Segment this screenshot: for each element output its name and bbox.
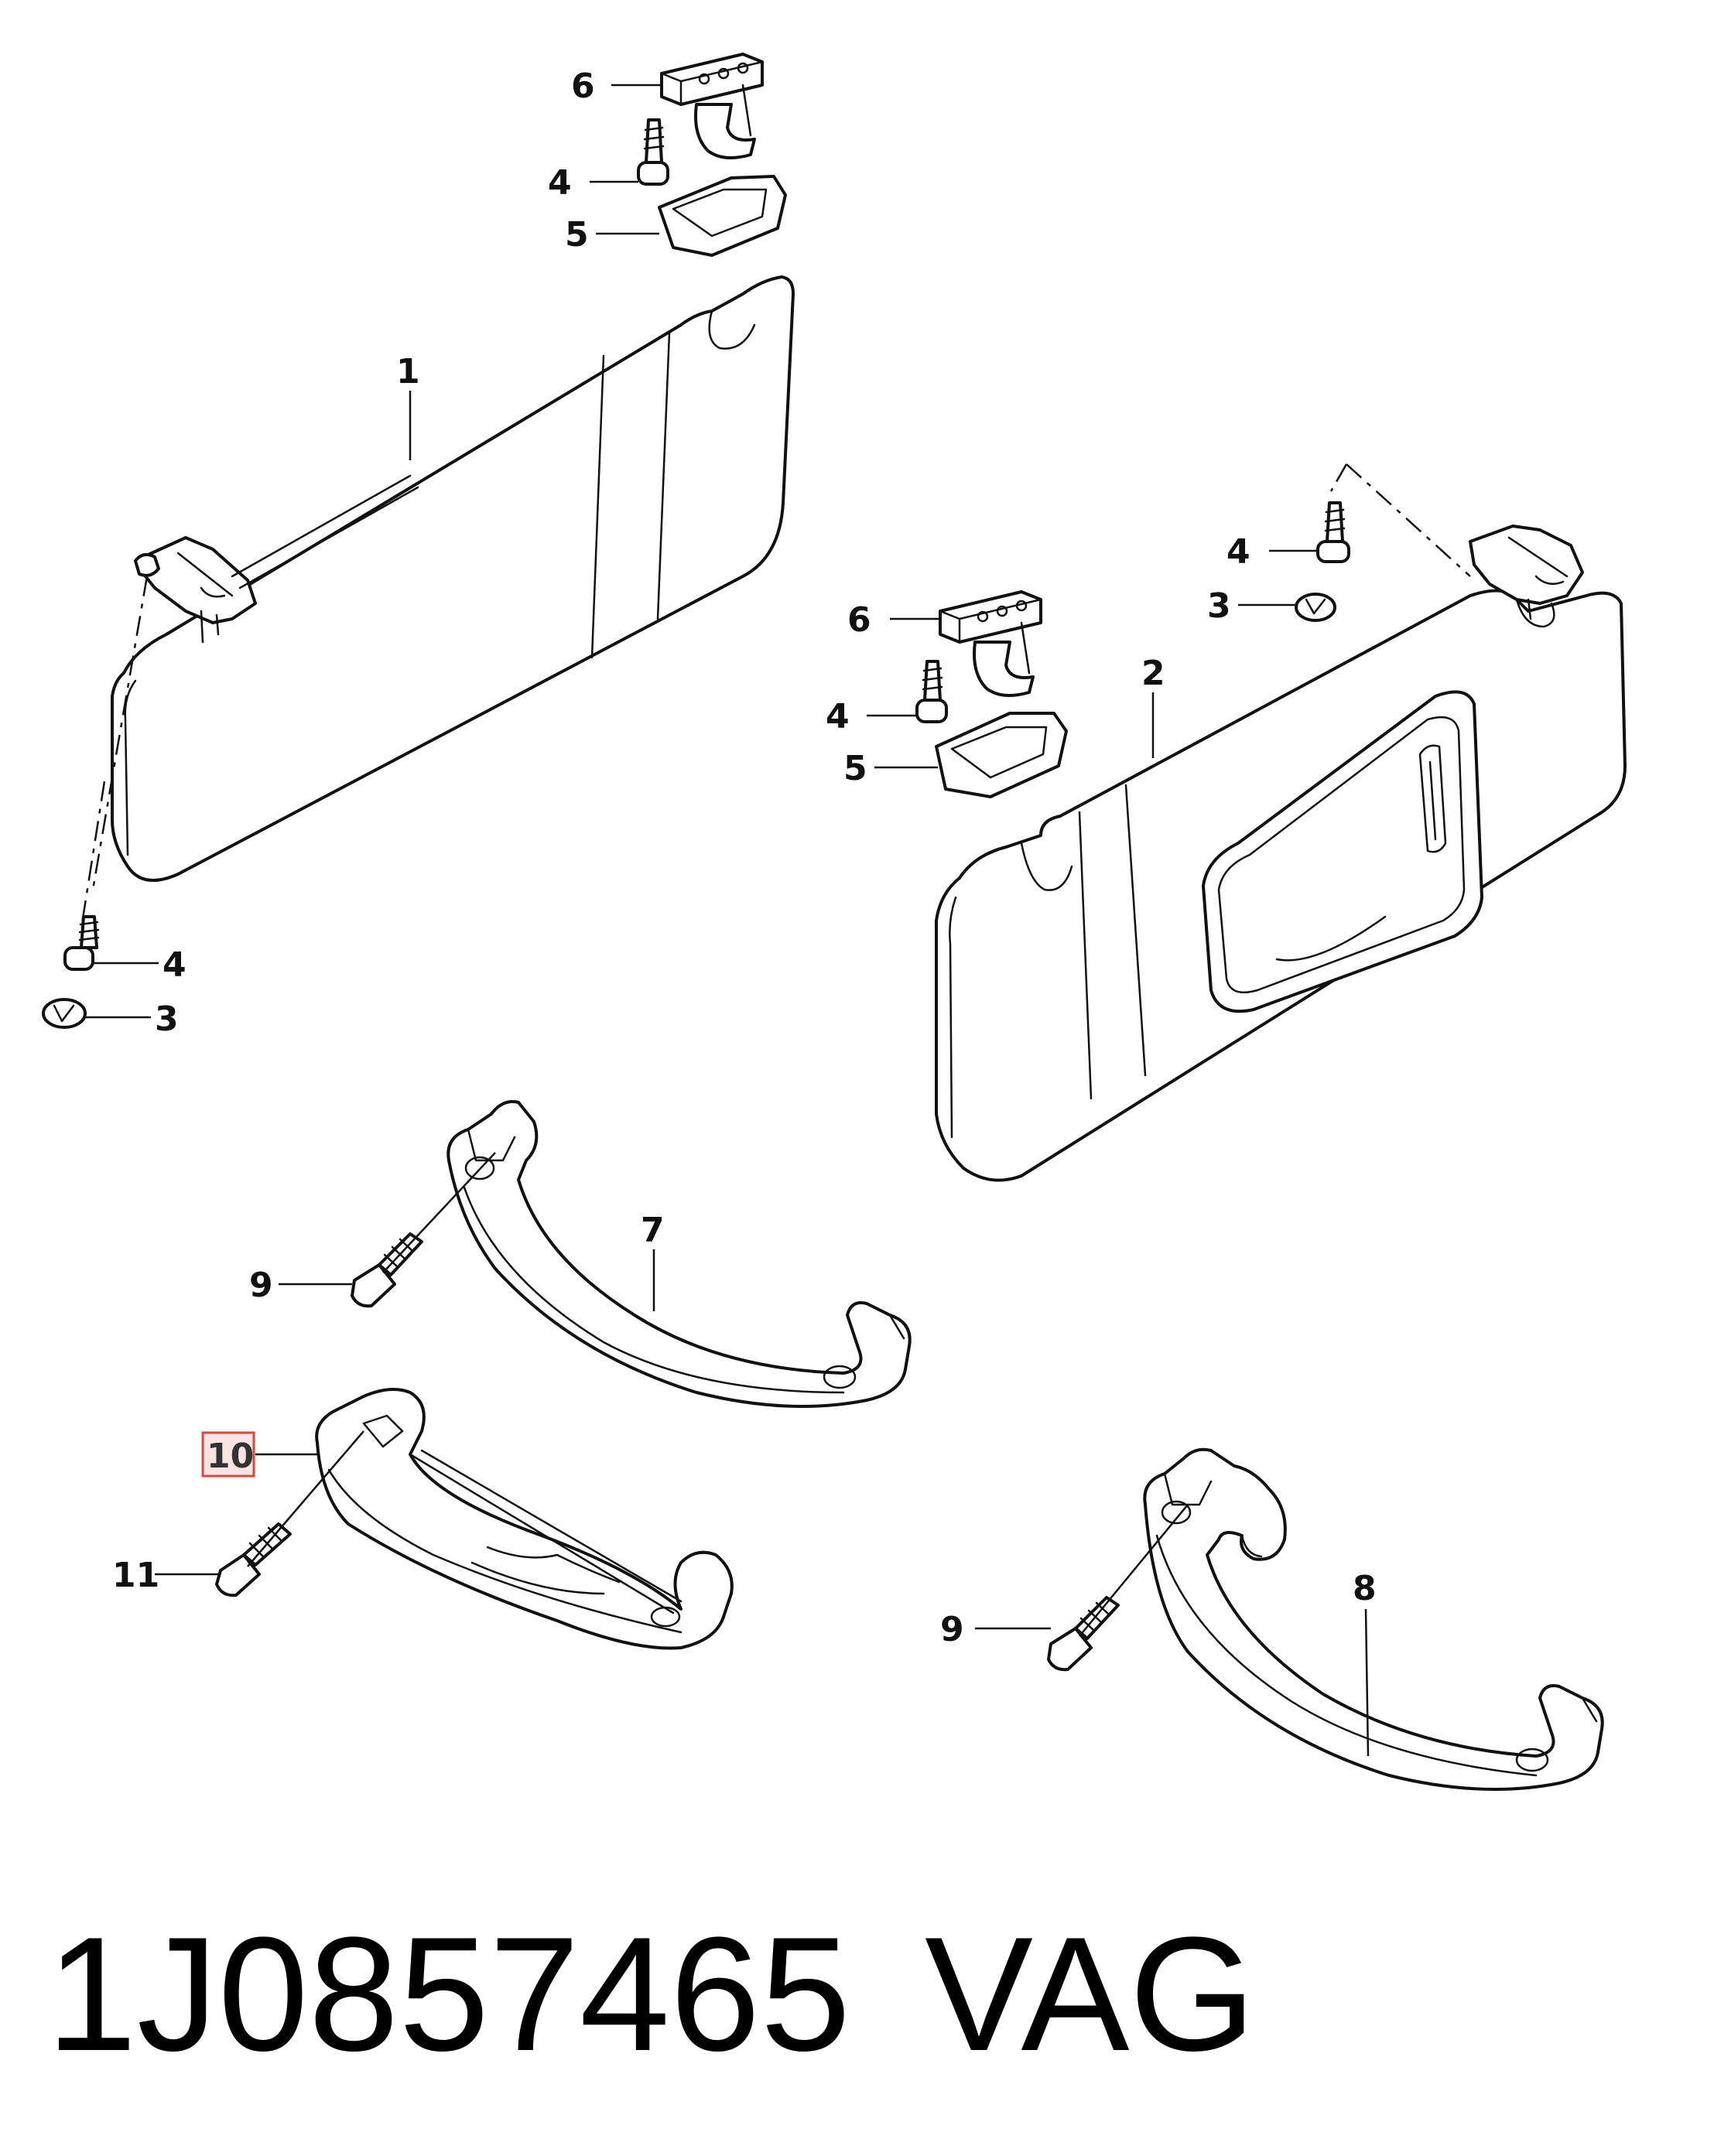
callout-4-right-mid: 4 [826,697,850,736]
callout-6-right: 6 [847,600,871,640]
grab-handle-7[interactable] [446,1100,912,1408]
callout-6-left: 6 [571,67,595,106]
callout-1: 1 [396,352,420,391]
sun-visor-right[interactable] [935,589,1627,1182]
callout-5-left: 5 [565,215,589,255]
leader-8 [1364,1608,1370,1757]
grab-handle-8[interactable] [1143,1447,1604,1791]
screw-9b[interactable] [1047,1596,1120,1672]
assembly-line [1346,463,1471,577]
callout-3-left: 3 [155,999,179,1039]
cap-right[interactable] [1295,593,1336,622]
sun-visor-left[interactable] [111,275,795,882]
cover-right[interactable] [935,712,1068,798]
grab-handle-10[interactable] [315,1388,734,1650]
assembly-line [91,576,149,890]
callout-4-right-top: 4 [1226,532,1250,572]
callout-10: 10 [207,1437,254,1476]
cover-left[interactable] [658,175,787,257]
assembly-line [80,781,106,929]
cap-left[interactable] [42,998,87,1029]
callout-2: 2 [1141,654,1165,693]
assembly-line [1329,463,1348,492]
assembly-line [1079,1504,1189,1637]
clip-right[interactable] [939,590,1042,697]
screw-left-top[interactable] [637,118,669,186]
callout-8: 8 [1353,1569,1377,1608]
screw-right-mid[interactable] [915,660,948,723]
clip-left[interactable] [660,53,764,159]
brand-label: VAG [925,1903,1256,2085]
assembly-line [382,1152,496,1273]
callout-9a: 9 [249,1266,273,1305]
callout-5-right: 5 [843,749,867,788]
callout-7: 7 [641,1211,665,1250]
callout-9b: 9 [940,1610,964,1649]
callout-4-left-bottom: 4 [163,945,186,985]
screw-right-top[interactable] [1316,501,1350,563]
part-number: 1J0857465 [46,1903,850,2085]
callout-11: 11 [112,1556,159,1595]
callout-3-right: 3 [1207,586,1231,626]
hinge-right [1469,524,1584,620]
highlight-box [201,1431,255,1478]
screw-left-bottom[interactable] [63,915,100,971]
assembly-line [247,1430,364,1567]
screw-9a[interactable] [351,1232,423,1308]
callout-4-left-top: 4 [548,163,572,203]
